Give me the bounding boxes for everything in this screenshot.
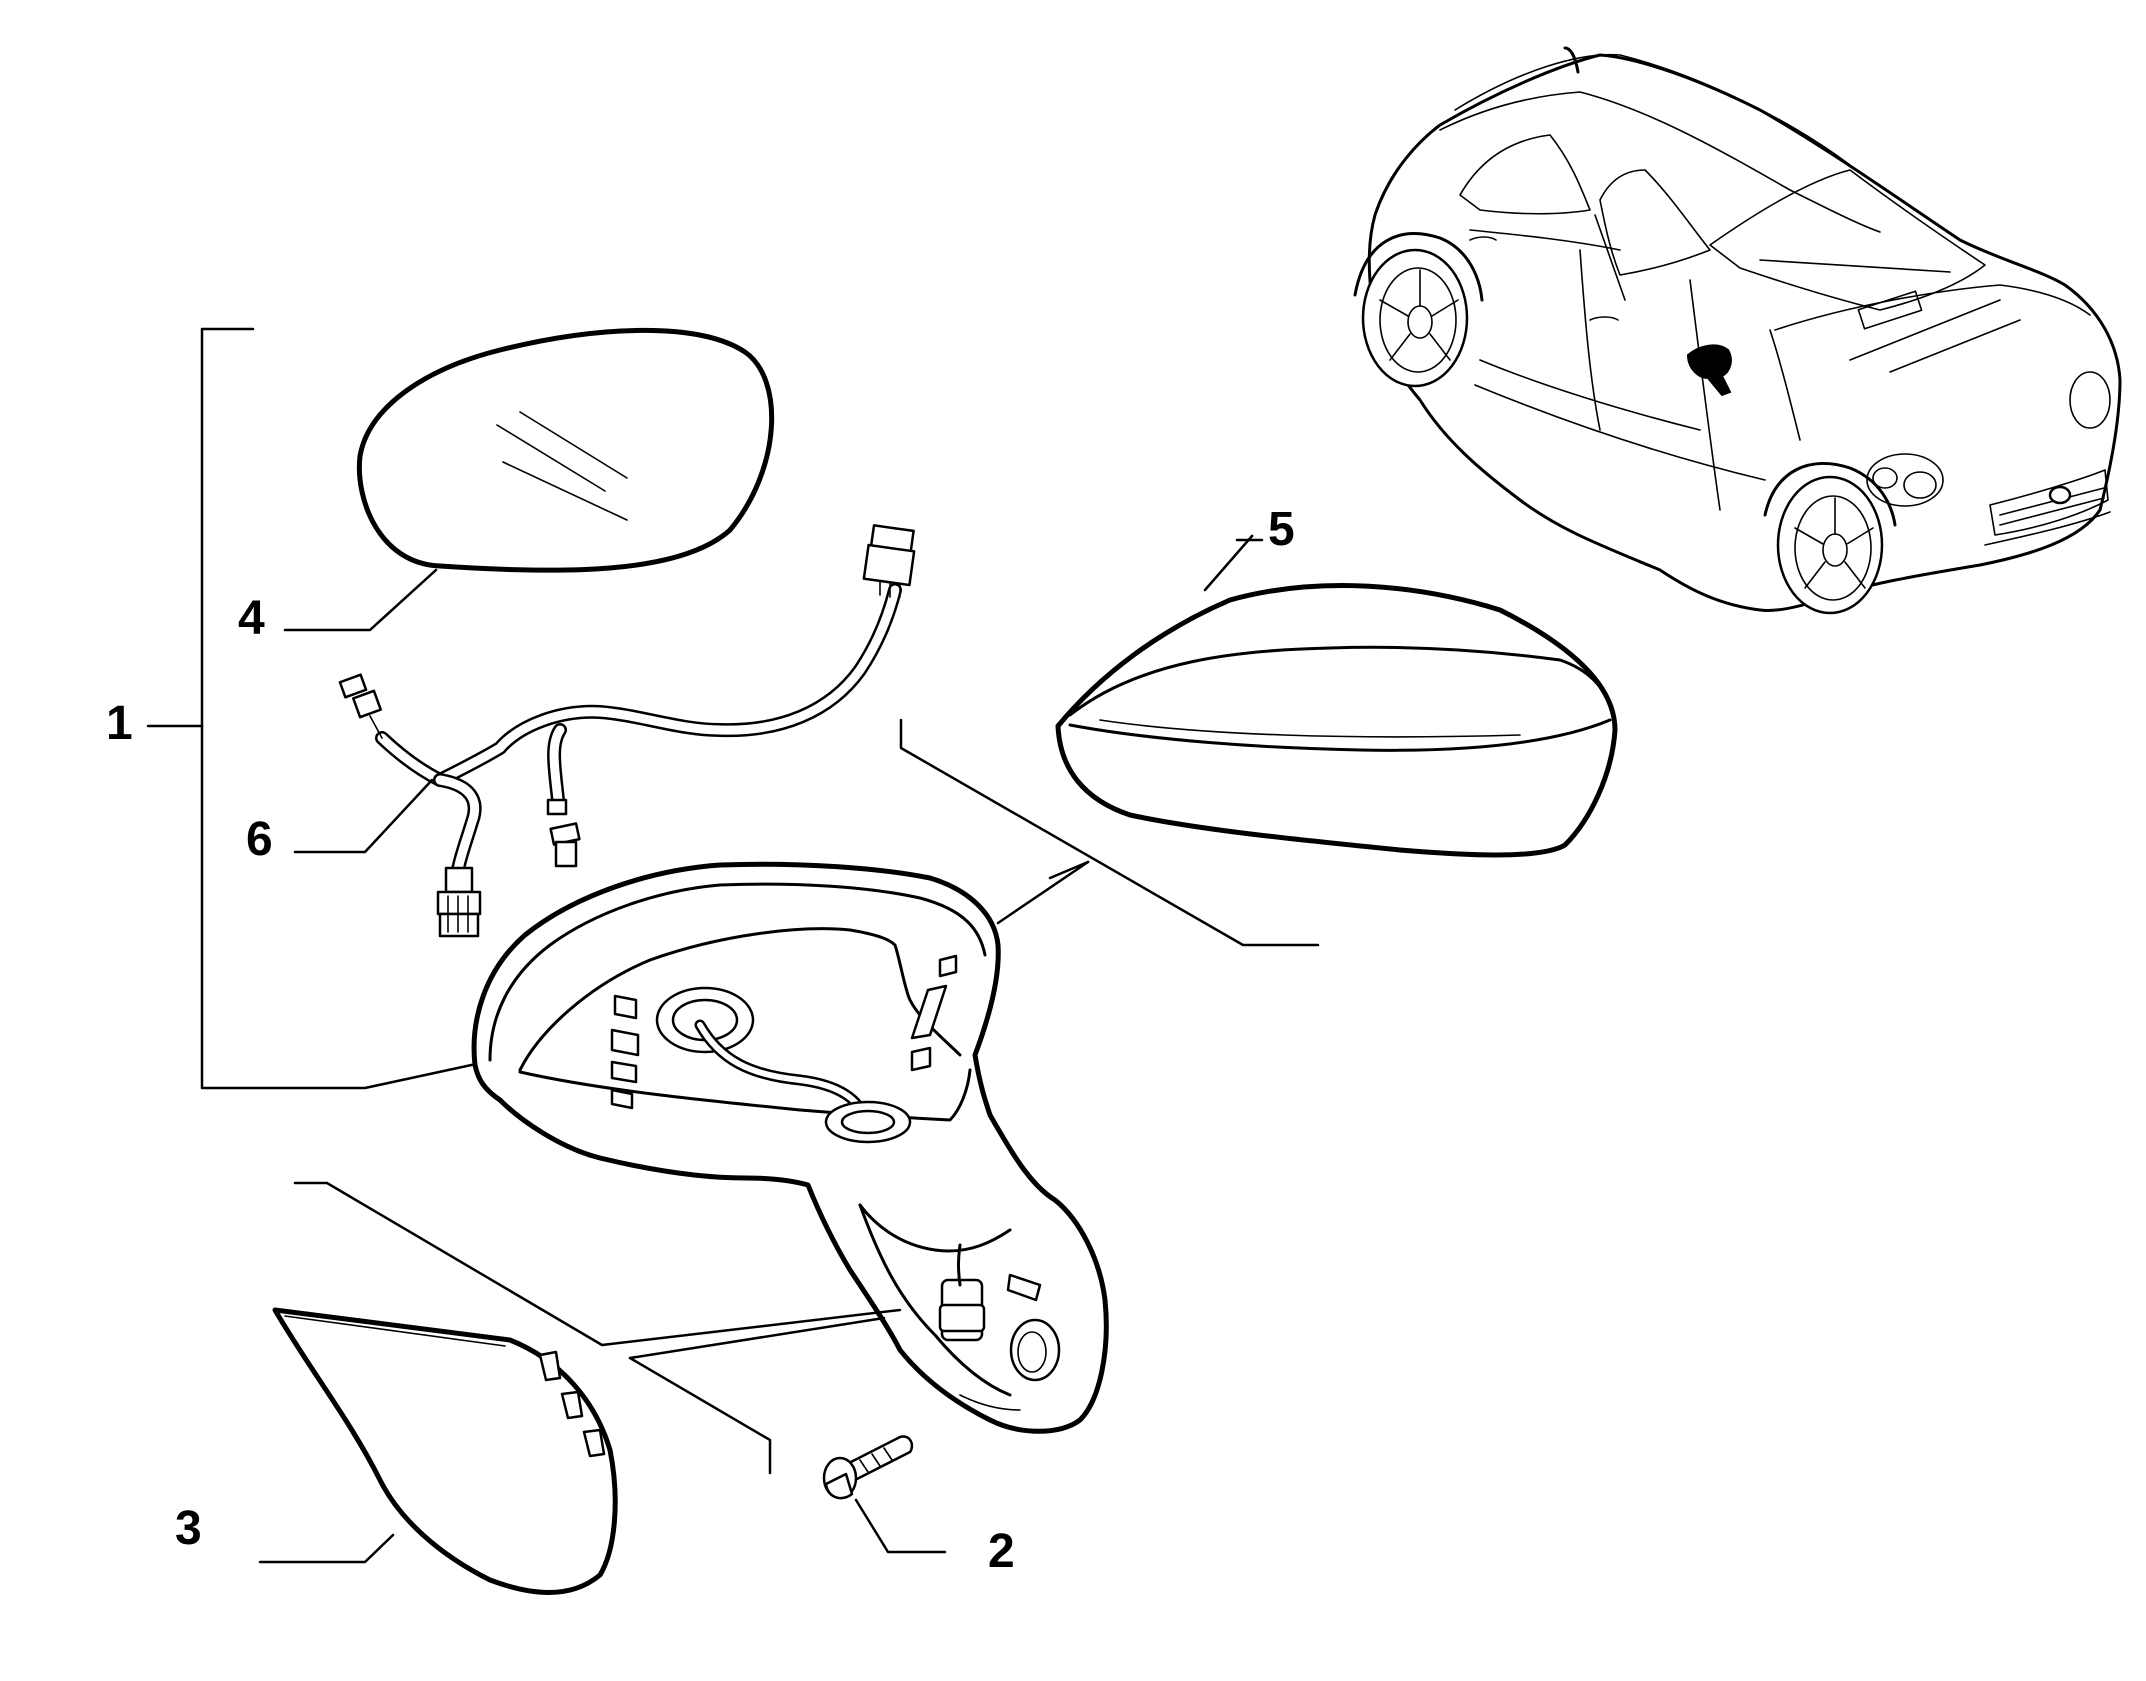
mirror-housing-part xyxy=(471,861,1109,1434)
leader-lines xyxy=(293,718,1320,1475)
mirror-cap-part xyxy=(1055,534,1618,858)
callout-5: 5 xyxy=(1268,503,1295,556)
screw-part xyxy=(822,1435,947,1554)
callout-4: 4 xyxy=(238,592,265,645)
assembly-bracket xyxy=(146,327,478,1090)
lower-trim-part xyxy=(258,1307,618,1595)
callout-2: 2 xyxy=(988,1525,1015,1578)
callout-3: 3 xyxy=(175,1502,202,1555)
mirror-glass-part xyxy=(283,327,775,632)
callout-6: 6 xyxy=(246,813,273,866)
wiring-harness-part xyxy=(293,524,916,938)
car-locator xyxy=(1353,46,2122,615)
callout-1: 1 xyxy=(106,697,133,750)
